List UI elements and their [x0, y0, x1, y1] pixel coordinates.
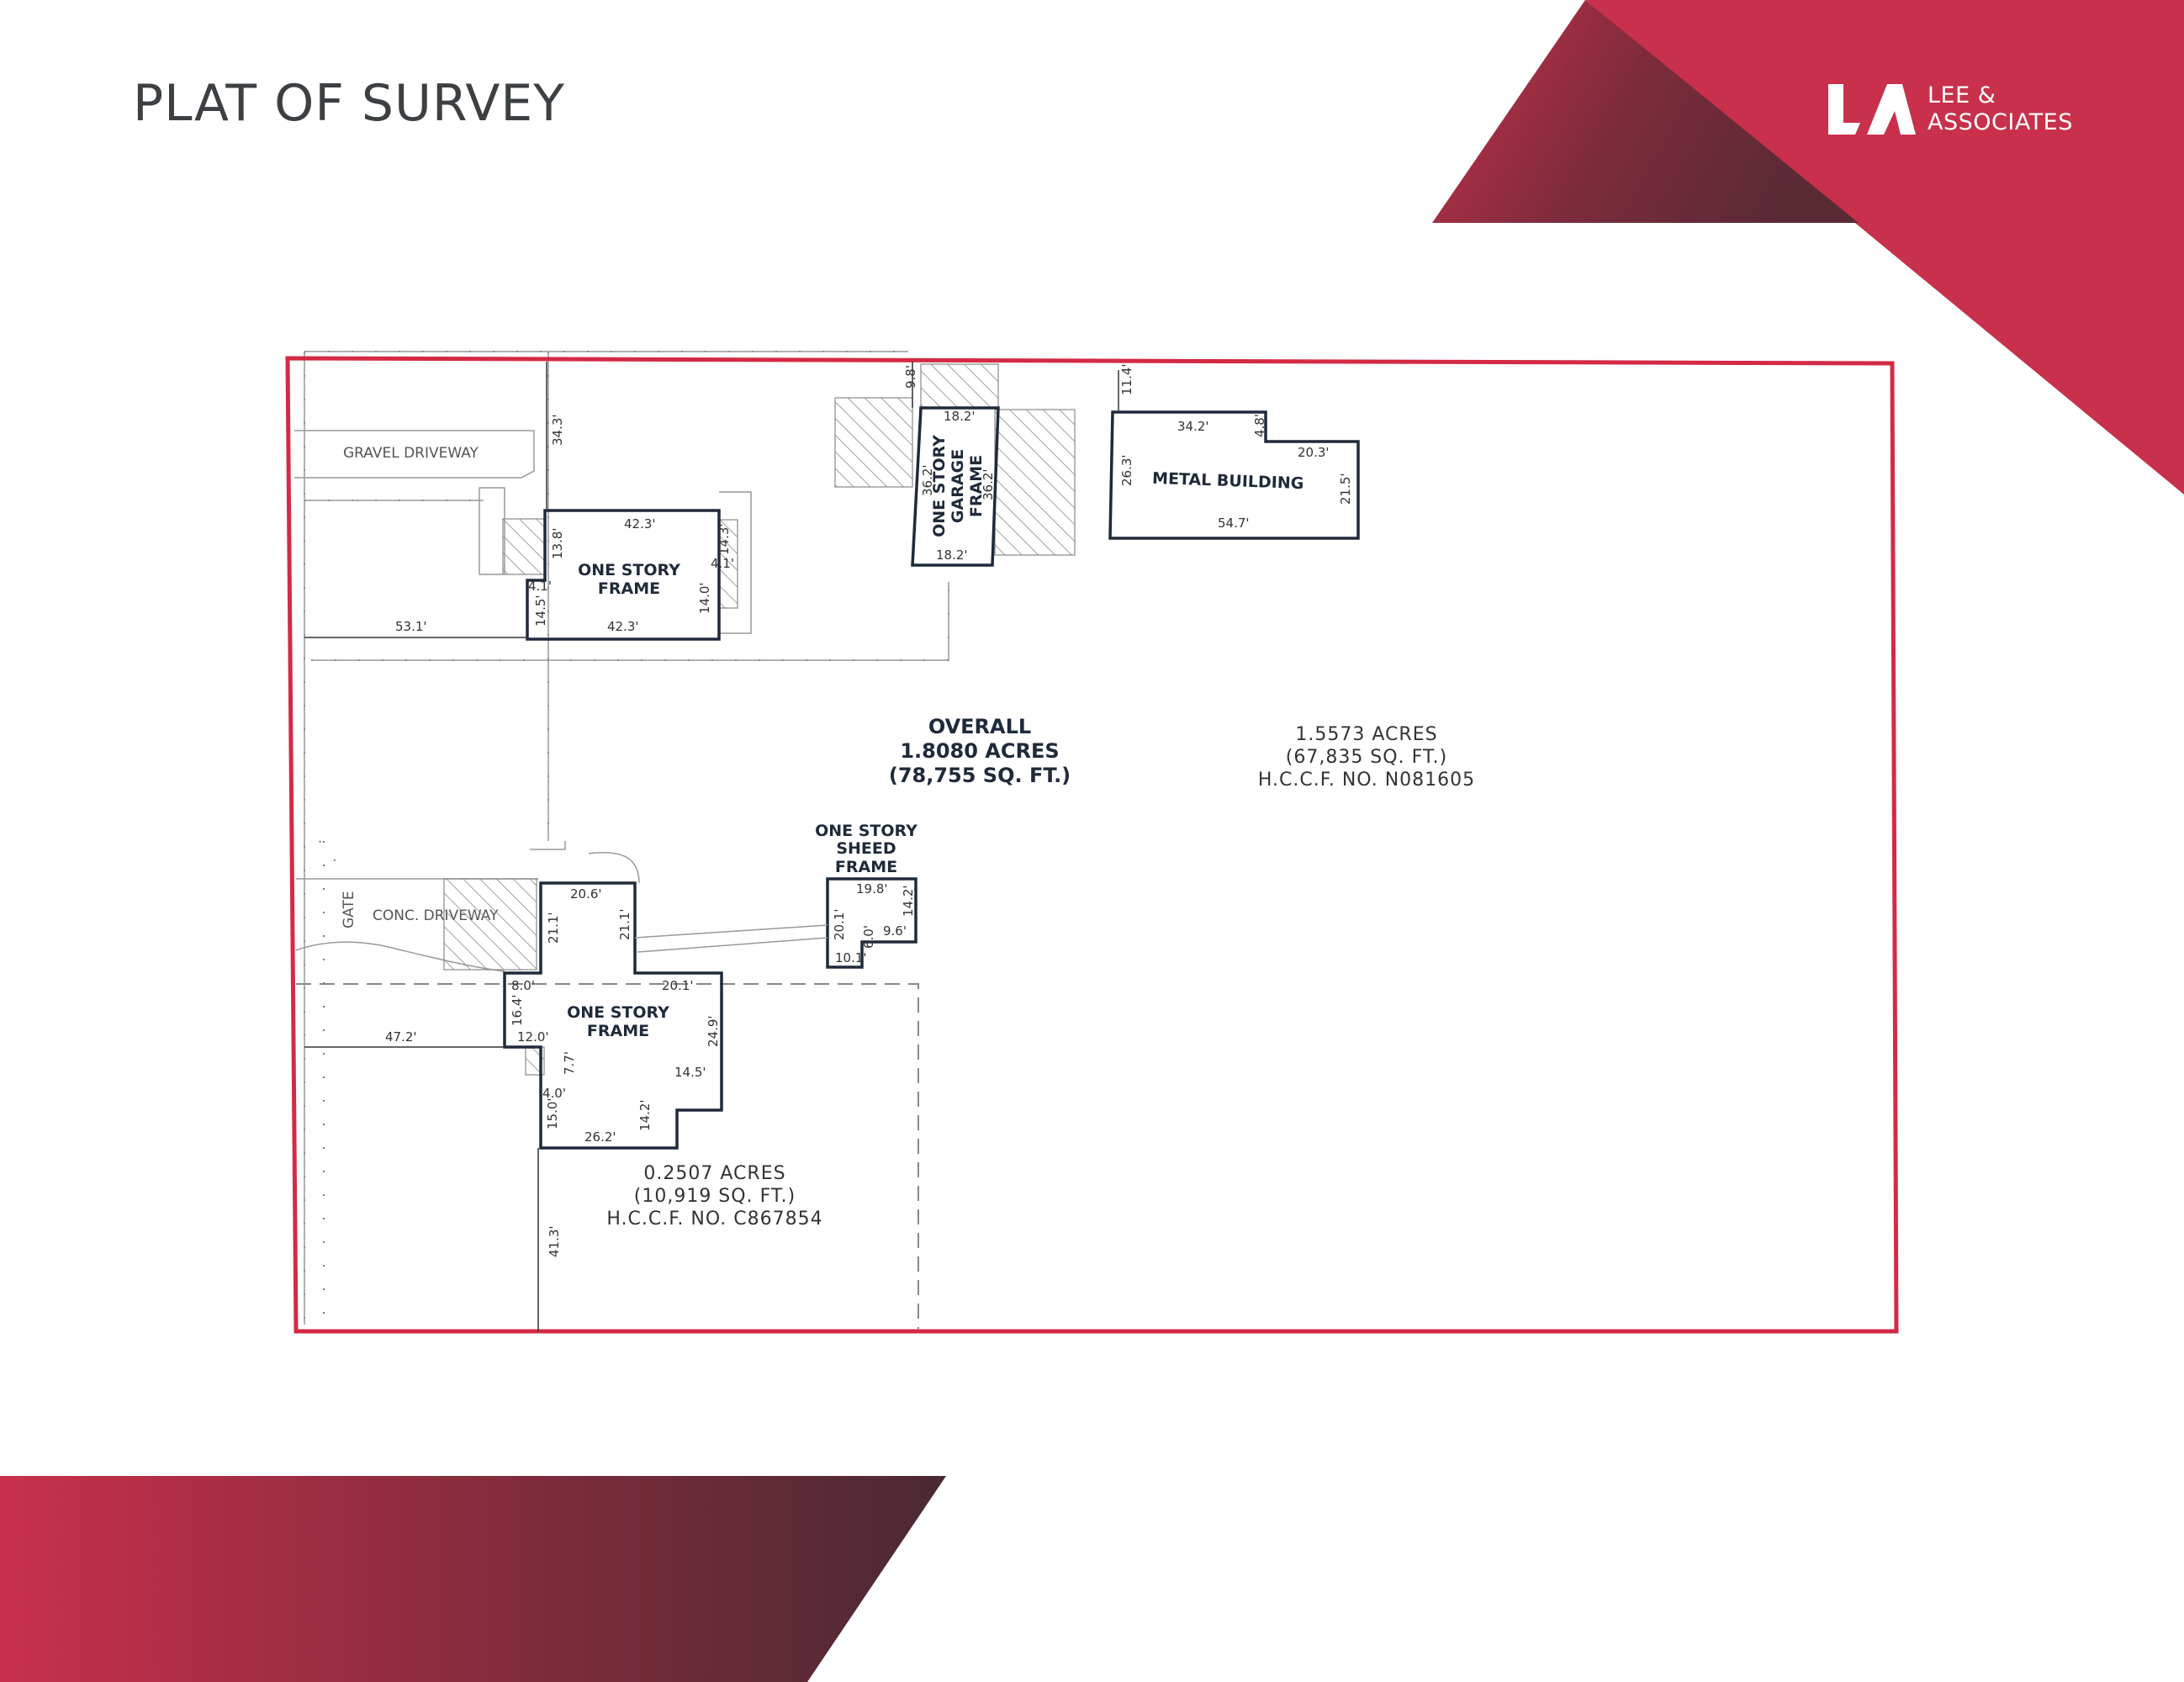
dim-label: 14.2': [637, 1099, 653, 1131]
dim-label: 54.7': [1218, 516, 1250, 531]
garage-outline: [911, 406, 1000, 567]
dim-label: 42.3': [624, 516, 656, 532]
east-parcel-acres: 1.5573 ACRES: [1295, 724, 1437, 745]
fence-line-solid: [304, 351, 949, 1325]
house-north-label-2: FRAME: [598, 579, 660, 598]
dim-label: 21.1': [617, 908, 632, 940]
shed-walkway: [634, 924, 828, 953]
house-north-outline: [526, 509, 721, 641]
dim-label: 21.1': [546, 912, 561, 944]
dim-label: 14.5': [674, 1065, 706, 1080]
dim-label: 20.1': [662, 978, 694, 993]
bottom-left-gradient-band: [0, 1476, 946, 1682]
dim-label: 26.2': [584, 1129, 616, 1145]
dim-label: 11.4': [1119, 363, 1134, 395]
dimension-labels: 34.3' 53.1' 42.3' 42.3' 13.8' 14.5' 4.1'…: [385, 363, 1353, 1257]
dim-label: 16.4': [510, 994, 525, 1026]
dim-label: 47.2': [385, 1029, 417, 1045]
garage-label: ONE STORY GARAGE FRAME: [930, 435, 986, 537]
dim-label: 20.1': [832, 908, 847, 940]
shed-label-2: SHEED: [836, 839, 896, 858]
dim-label: 9.6': [883, 923, 907, 939]
parcel-boundary: [285, 356, 1899, 1334]
dim-label: 8.0': [511, 978, 535, 993]
top-right-gradient-triangle: [1432, 0, 1859, 223]
dim-label: 14.0': [697, 582, 712, 614]
svg-text:GARAGE: GARAGE: [949, 449, 967, 523]
parcel-split-line: [296, 983, 919, 1329]
metal-building-label: METAL BUILDING: [1152, 469, 1304, 493]
dim-label: 36.2': [981, 468, 996, 500]
la-logo-mark-icon: [1828, 84, 1916, 135]
dimension-lines: [304, 362, 1119, 1331]
north-house-porch: [479, 487, 752, 634]
overall-label-3: (78,755 SQ. FT.): [889, 764, 1071, 787]
west-parcel-hccf: H.C.C.F. NO. C867854: [606, 1209, 822, 1230]
shed-label-3: FRAME: [835, 858, 897, 876]
hatched-areas: [443, 363, 1076, 1076]
house-north-label-1: ONE STORY: [578, 561, 680, 579]
buildings: [503, 406, 1360, 1150]
dim-label: 20.6': [570, 886, 602, 902]
dim-label: 20.3': [1298, 445, 1330, 460]
dim-label: 14.3': [717, 523, 732, 555]
east-parcel-hccf: H.C.C.F. NO. N081605: [1258, 770, 1475, 791]
lee-associates-logo: LEE & ASSOCIATES: [1827, 81, 2104, 141]
dim-label: 4.8': [1252, 414, 1267, 437]
overall-label-2: 1.8080 ACRES: [900, 739, 1059, 763]
concrete-walk: [530, 841, 640, 884]
dim-label: 19.8': [856, 881, 888, 897]
dim-label: 15.0': [545, 1098, 560, 1129]
dim-label: 14.5': [533, 595, 548, 627]
dim-label: 12.0': [517, 1029, 549, 1045]
dim-label: 18.2': [936, 547, 968, 563]
dim-label: 26.3': [1119, 454, 1134, 486]
logo-line-1: LEE &: [1928, 82, 1996, 108]
dim-label: 36.2': [920, 464, 935, 496]
dim-label: 4.1': [528, 579, 552, 594]
dim-label: 34.3': [550, 414, 565, 446]
gravel-driveway: [294, 430, 535, 479]
dim-label: 18.2': [944, 409, 976, 424]
svg-text:FRAME: FRAME: [967, 455, 986, 517]
gravel-driveway-label: GRAVEL DRIVEWAY: [343, 445, 479, 462]
dim-label: 4.0': [542, 1086, 566, 1101]
dim-label: 13.8': [550, 527, 565, 559]
house-south-label-2: FRAME: [587, 1022, 649, 1040]
house-south-outline: [503, 881, 723, 1150]
dim-label: 7.7': [562, 1051, 577, 1075]
page-title: PLAT OF SURVEY: [133, 74, 565, 133]
metal-building-outline: [1108, 410, 1360, 540]
dim-label: 9.8': [903, 365, 918, 389]
dim-label: 4.1': [711, 556, 734, 571]
shed-label-1: ONE STORY: [815, 822, 917, 840]
dim-label: 42.3': [607, 619, 639, 634]
west-parcel-sqft: (10,919 SQ. FT.): [634, 1186, 796, 1207]
svg-text:ONE STORY: ONE STORY: [930, 435, 949, 537]
dim-label: 41.3': [547, 1225, 562, 1257]
dim-label: 53.1': [395, 619, 427, 634]
house-south-label-1: ONE STORY: [567, 1003, 669, 1022]
dim-label: 24.9': [706, 1015, 721, 1047]
overall-label-1: OVERALL: [928, 715, 1031, 738]
dim-label: 34.2': [1177, 419, 1209, 434]
logo-wordmark: LEE & ASSOCIATES: [1928, 82, 2073, 136]
dim-label: 21.5': [1338, 473, 1353, 505]
gate-label: GATE: [341, 891, 357, 928]
east-parcel-sqft: (67,835 SQ. FT.): [1286, 747, 1448, 768]
west-parcel-acres: 0.2507 ACRES: [643, 1163, 785, 1184]
shed-outline: [826, 877, 917, 969]
dim-label: 14.2': [901, 885, 916, 917]
dim-label: 10.1': [835, 950, 867, 965]
logo-line-2: ASSOCIATES: [1928, 109, 2073, 135]
dim-label: 6.0': [861, 925, 876, 949]
